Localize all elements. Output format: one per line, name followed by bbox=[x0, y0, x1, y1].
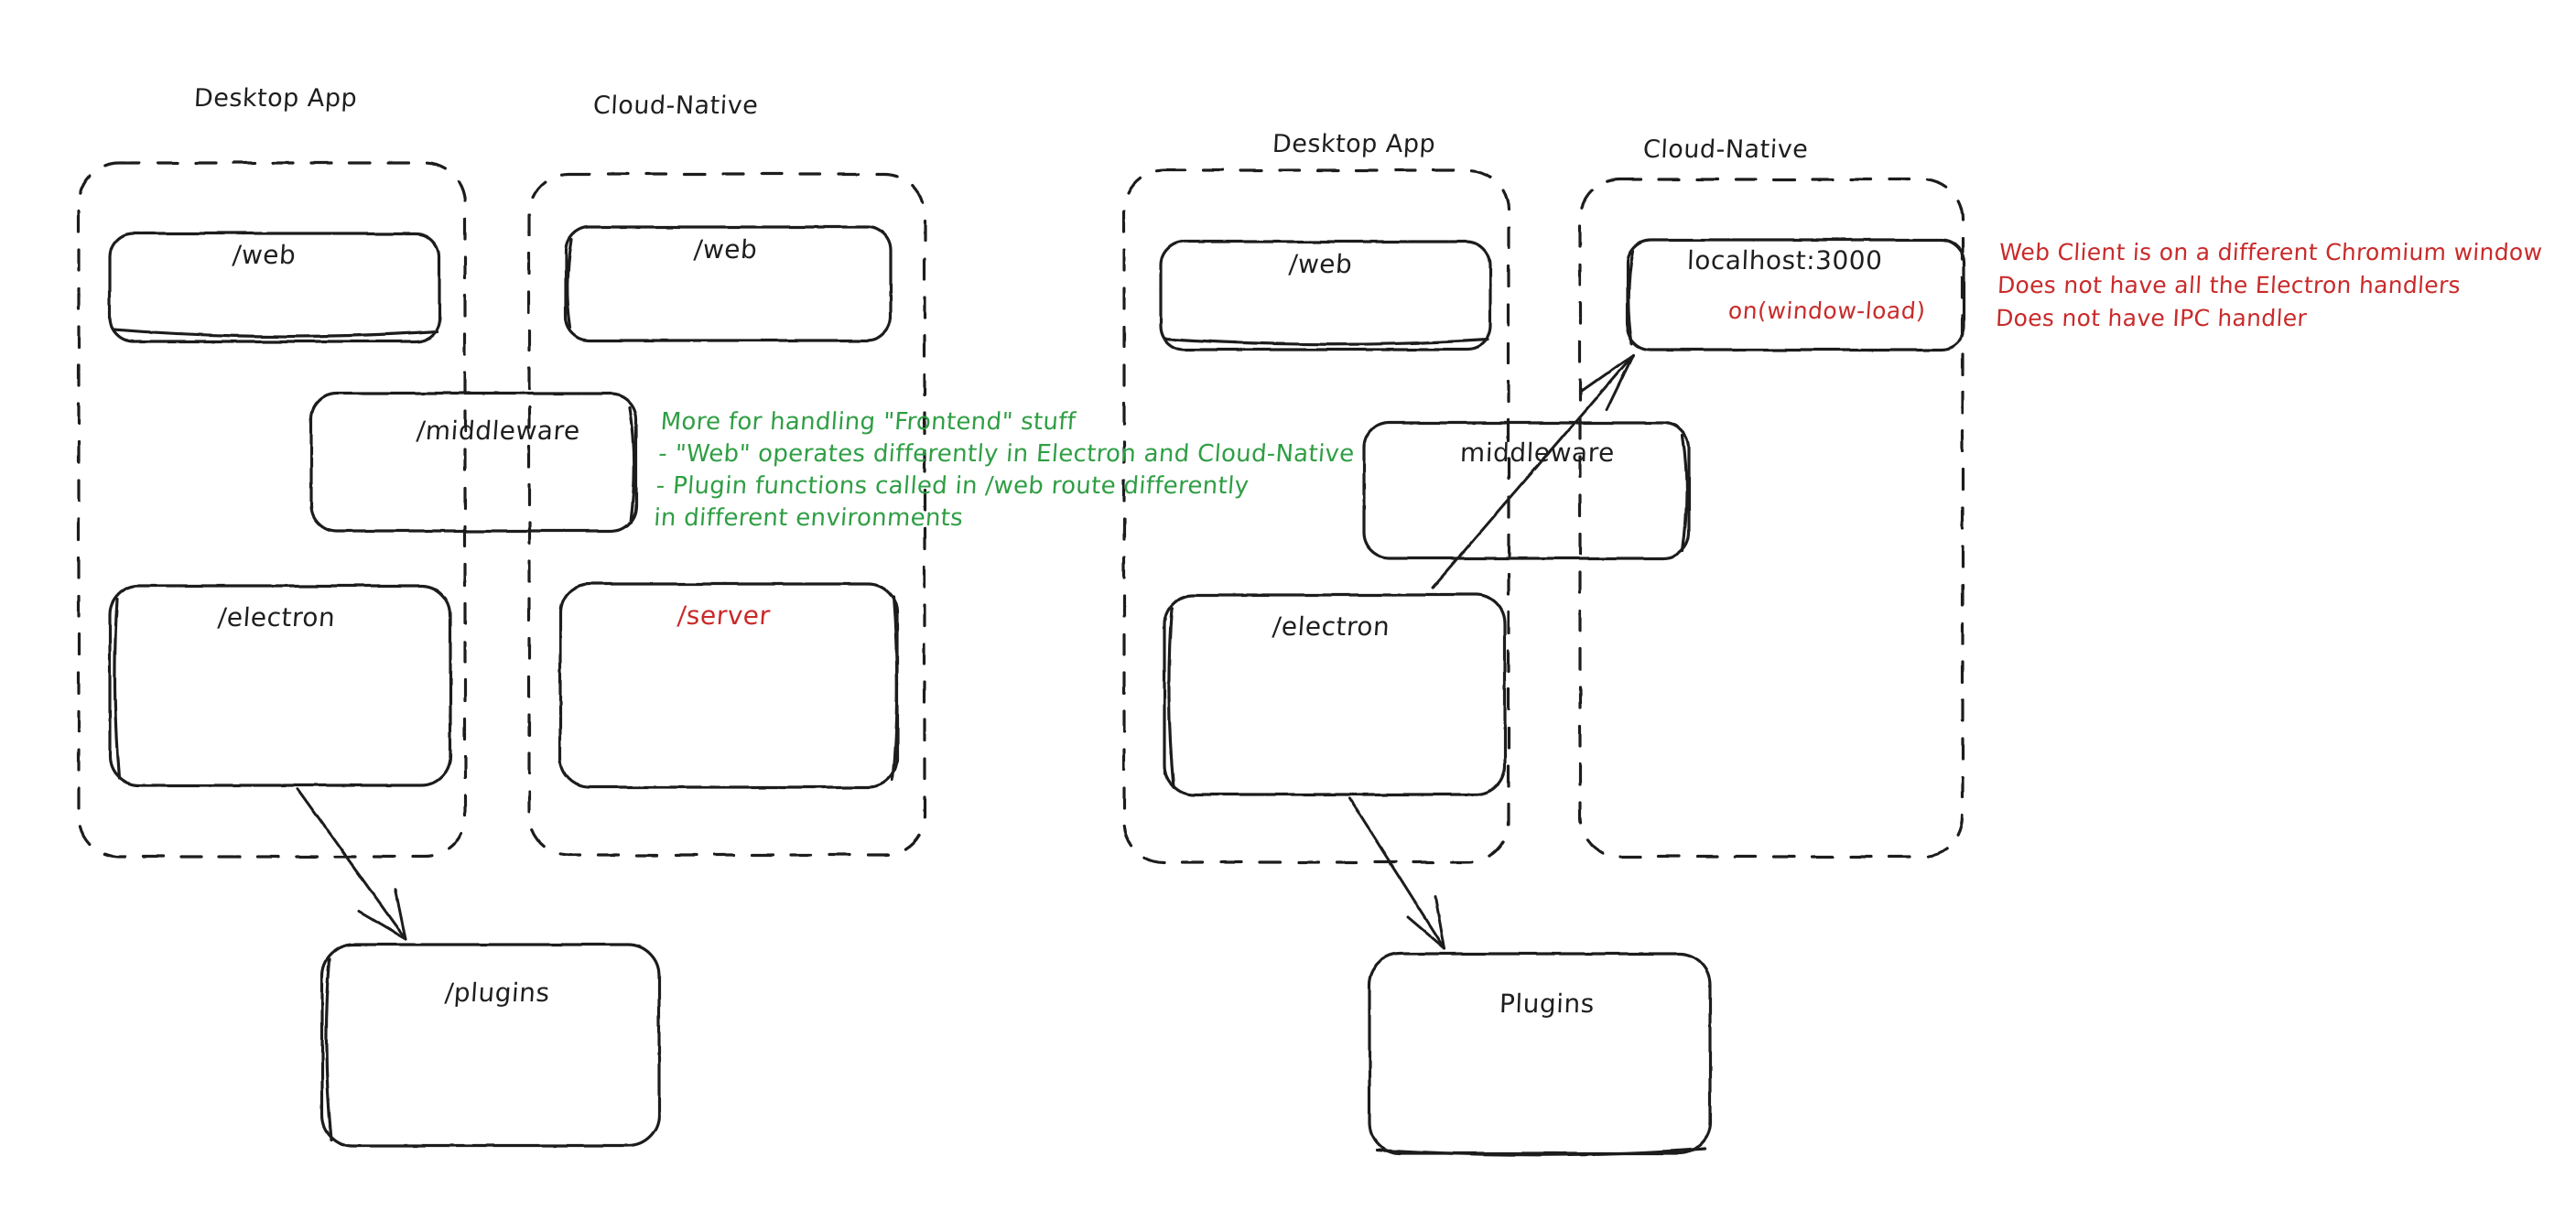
group-title-right-cloud: Cloud-Native bbox=[1642, 135, 1810, 164]
node-label-right-electron[interactable]: /electron bbox=[1271, 611, 1391, 642]
node-label-right-desktop-web[interactable]: /web bbox=[1287, 249, 1354, 279]
node-label-right-plugins[interactable]: Plugins bbox=[1499, 989, 1596, 1019]
node-label-left-server[interactable]: /server bbox=[676, 600, 772, 631]
node-label-left-plugins[interactable]: /plugins bbox=[443, 978, 551, 1008]
node-box-right-plugins bbox=[1368, 952, 1712, 1157]
node-label-right-middleware[interactable]: middleware bbox=[1459, 438, 1616, 468]
node-box-left-middleware bbox=[309, 392, 638, 533]
group-frame-right-cloud bbox=[1578, 178, 1964, 859]
group-title-left-cloud: Cloud-Native bbox=[592, 92, 760, 120]
node-box-left-plugins bbox=[320, 943, 661, 1148]
annotation-red-web-client-notes: Web Client is on a different Chromium wi… bbox=[1995, 239, 2544, 331]
node-label-left-middleware[interactable]: /middleware bbox=[415, 416, 581, 446]
group-title-right-desktop: Desktop App bbox=[1272, 130, 1436, 158]
connector-right-electron-to-localhost bbox=[1431, 353, 1635, 589]
node-label-left-electron[interactable]: /electron bbox=[216, 602, 337, 632]
group-title-left-desktop: Desktop App bbox=[193, 84, 358, 113]
node-sublabel-on-window-load: on(window-load) bbox=[1726, 297, 1927, 324]
connector-left-electron-to-plugins bbox=[296, 787, 407, 941]
node-label-left-cloud-web[interactable]: /web bbox=[692, 234, 759, 265]
node-label-right-localhost[interactable]: localhost:3000 bbox=[1686, 245, 1883, 276]
node-label-left-desktop-web[interactable]: /web bbox=[231, 240, 298, 270]
connector-right-electron-to-plugins bbox=[1348, 796, 1446, 950]
annotation-green-frontend-notes: More for handling "Frontend" stuff - "We… bbox=[653, 408, 1356, 532]
